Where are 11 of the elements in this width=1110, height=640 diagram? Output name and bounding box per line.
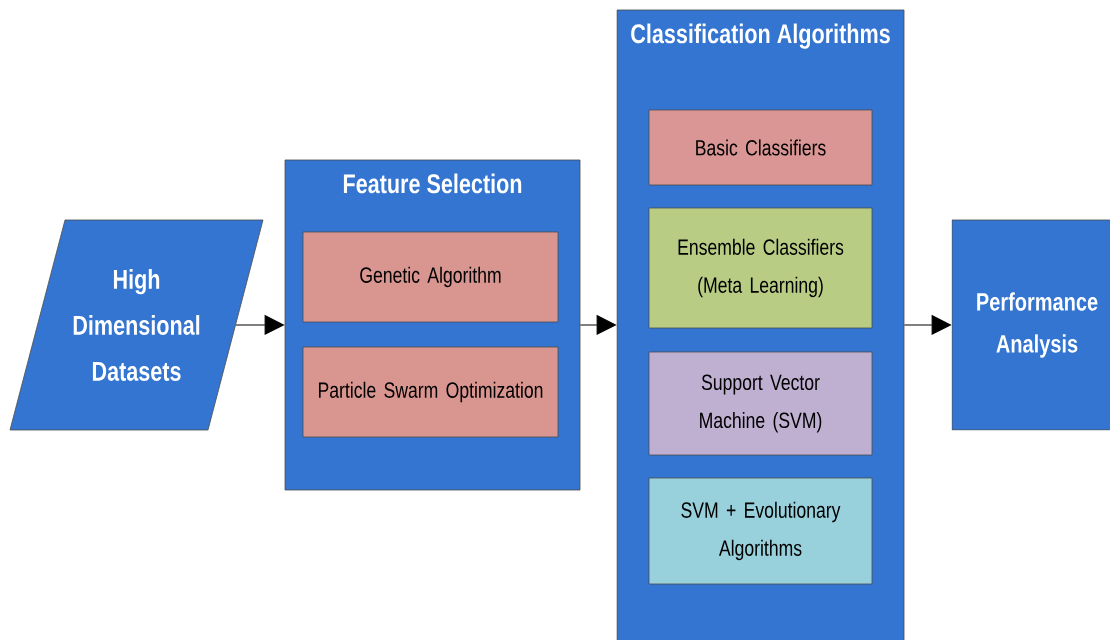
method-box: Particle Swarm Optimization — [302, 346, 559, 438]
process-box: Performance Analysis — [951, 219, 1110, 431]
method-box: Support Vector Machine (SVM) — [648, 351, 873, 456]
method-box: SVM + Evolutionary Algorithms — [648, 477, 873, 585]
data-parallelogram: High Dimensional Datasets — [9, 219, 264, 431]
method-box: Genetic Algorithm — [302, 231, 559, 323]
arrow — [903, 315, 951, 335]
arrow — [235, 315, 284, 335]
arrow — [579, 315, 616, 335]
method-box: Basic Classifiers — [648, 109, 873, 186]
method-box: Ensemble Classifiers (Meta Learning) — [648, 207, 873, 329]
